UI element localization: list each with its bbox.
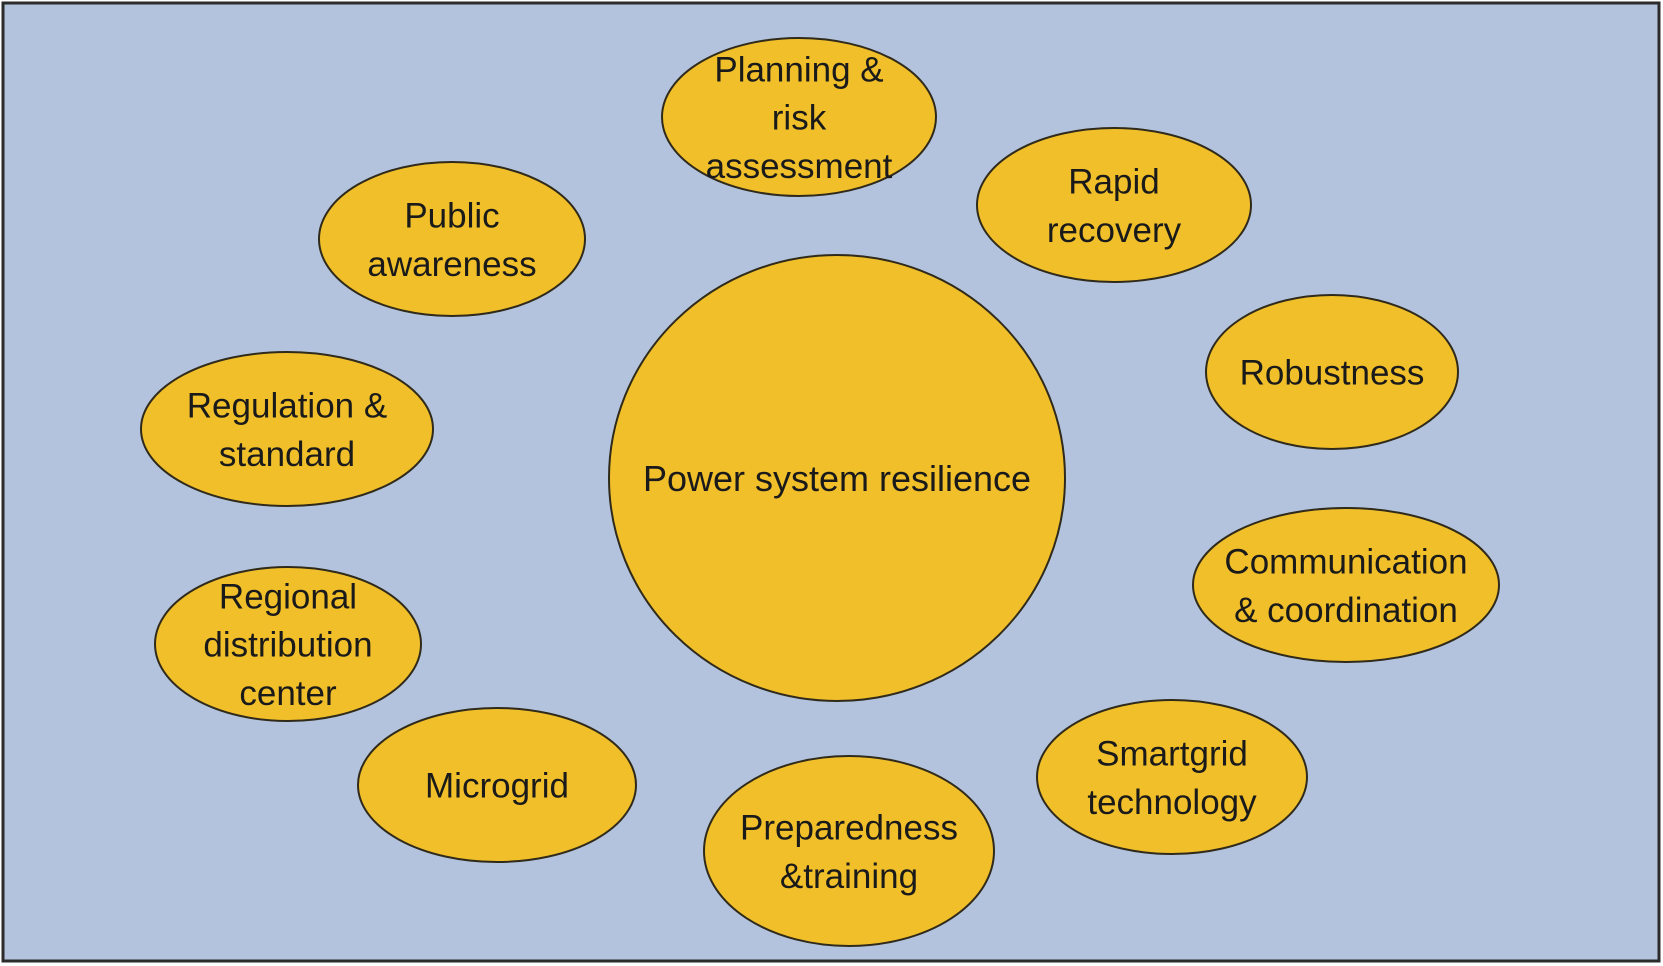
node-preparedness-shape (703, 755, 995, 947)
node-rapid-recovery: Rapid recovery (976, 127, 1252, 283)
node-planning-shape (661, 37, 937, 197)
node-regional-distribution-label-line-1: Regional (219, 577, 357, 616)
node-microgrid: Microgrid (357, 707, 637, 863)
node-planning: Planning & risk assessment (661, 37, 937, 197)
node-microgrid-label-line-1: Microgrid (425, 767, 569, 806)
node-communication-shape (1192, 507, 1500, 663)
node-rapid-recovery-shape (976, 127, 1252, 283)
node-smartgrid-shape (1036, 699, 1308, 855)
node-preparedness: Preparedness&training (703, 755, 995, 947)
node-regulation-shape (140, 351, 434, 507)
node-regional-distribution: Regional distribution center (154, 566, 422, 722)
node-planning-label-line-2: risk (772, 99, 827, 138)
node-communication: Communication & coordination (1192, 507, 1500, 663)
center-node-power-system-resilience-shape (608, 254, 1066, 702)
node-smartgrid-label-line-1: Smartgrid (1096, 734, 1248, 773)
node-public-awareness-label-line-2: awareness (367, 245, 536, 284)
node-public-awareness-label-line-1: Public (404, 196, 499, 235)
node-public-awareness: Public awareness (318, 161, 586, 317)
node-regional-distribution-shape (154, 566, 422, 722)
node-planning-label-line-3: assessment (706, 147, 893, 186)
node-smartgrid: Smartgrid technology (1036, 699, 1308, 855)
node-regulation-label-line-1: Regulation & (187, 386, 387, 425)
node-regional-distribution-label-line-3: center (239, 674, 337, 713)
node-rapid-recovery-label-line-2: recovery (1047, 211, 1182, 250)
node-public-awareness-shape (318, 161, 586, 317)
node-communication-label-line-1: Communication (1224, 542, 1467, 581)
node-microgrid-shape (357, 707, 637, 863)
center-node-power-system-resilience-label-line-1: Power system resilience (643, 458, 1031, 499)
node-robustness: Robustness (1205, 294, 1459, 450)
node-smartgrid-label-line-2: technology (1087, 783, 1257, 822)
center-node-power-system-resilience: Power system resilience (608, 254, 1066, 702)
node-regulation-label-line-2: standard (219, 435, 355, 474)
node-robustness-shape (1205, 294, 1459, 450)
node-rapid-recovery-label-line-1: Rapid (1068, 162, 1159, 201)
node-communication-label-line-2: & coordination (1234, 591, 1458, 630)
node-robustness-label-line-1: Robustness (1240, 354, 1425, 393)
node-planning-label-line-1: Planning & (714, 50, 883, 89)
node-preparedness-label-line-1: Preparedness (740, 808, 958, 847)
node-regional-distribution-label-line-2: distribution (203, 626, 372, 665)
bubble-group: Power system resilience Planning & risk ass… (140, 37, 1500, 947)
node-regulation: Regulation & standard (140, 351, 434, 507)
node-preparedness-label-line-2: &training (780, 857, 918, 896)
